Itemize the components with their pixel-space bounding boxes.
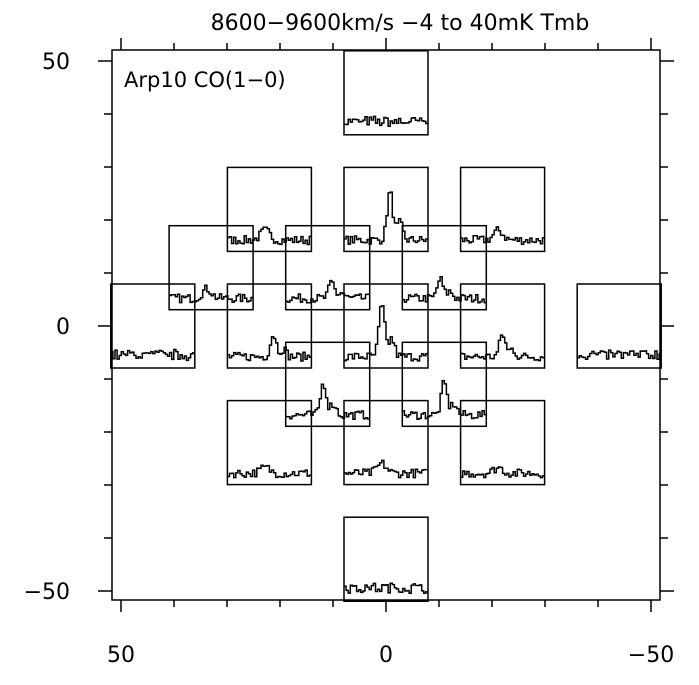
spectrum-box (284, 341, 371, 428)
spectrum-frame (576, 283, 662, 369)
spectrum-line (227, 464, 312, 479)
spectrum-line (577, 349, 662, 360)
spectrum-line (344, 115, 428, 128)
spectrum-line (344, 304, 428, 362)
spectrum-box (226, 166, 313, 253)
spectrum-frame (459, 283, 546, 369)
y-axis: 50 0 −50 (24, 50, 674, 605)
spectrum-box (110, 283, 196, 369)
spectrum-line (110, 348, 195, 362)
spectrum-box (343, 283, 429, 369)
spectrum-frame (459, 166, 546, 253)
spectrum-frame (459, 399, 546, 486)
spectrum-frame (343, 399, 429, 486)
y-tick-label: −50 (24, 580, 70, 605)
spectrum-box (343, 50, 429, 136)
spectrum-frame (343, 50, 429, 136)
spectrum-line (402, 276, 487, 304)
spectrum-frame (401, 224, 488, 311)
x-tick-label: 0 (379, 643, 393, 668)
spectrum-box (343, 516, 429, 602)
spectrum-frame (168, 224, 254, 311)
spectrum-line (169, 284, 254, 304)
y-tick-label: 50 (42, 50, 70, 75)
spectrum-line (460, 334, 545, 362)
x-tick-label: −50 (628, 643, 674, 668)
spectra-grid (110, 50, 662, 602)
spectrum-box (459, 399, 546, 486)
spectrum-frame (110, 283, 196, 369)
spectrum-box (284, 224, 371, 311)
spectrum-box (168, 224, 254, 311)
spectrum-frame (226, 399, 313, 486)
spectrum-frame (284, 341, 371, 428)
y-tick-label: 0 (56, 315, 70, 340)
spectrum-line (460, 466, 545, 479)
spectrum-line (344, 582, 428, 595)
spectrum-frame (401, 341, 488, 428)
spectrum-line (344, 459, 428, 479)
spectrum-line (227, 226, 312, 246)
spectrum-box (459, 283, 546, 369)
spectrum-box (343, 399, 429, 486)
spectrum-frame (226, 166, 313, 253)
spectrum-box (576, 283, 662, 369)
spectrum-frame (343, 283, 429, 369)
spectrum-box (401, 341, 488, 428)
spectrum-box (401, 224, 488, 311)
spectrum-box (226, 283, 313, 369)
spectrum-frame (284, 224, 371, 311)
spectrum-line (460, 226, 545, 246)
chart-header: 8600−9600km/s −4 to 40mK Tmb (211, 11, 590, 36)
spectrum-line (227, 336, 312, 362)
spectrum-box (459, 166, 546, 253)
spectrum-line (344, 191, 428, 246)
spectrum-frame (343, 516, 429, 602)
spectrum-line (285, 279, 370, 304)
spectrum-line (402, 379, 487, 421)
spectrum-box (343, 166, 429, 253)
spectrum-frame (343, 166, 429, 253)
x-tick-label: 50 (107, 643, 135, 668)
chart-title: Arp10 CO(1−0) (124, 68, 286, 92)
spectrum-frame (226, 283, 313, 369)
x-axis: 50 0 −50 (107, 38, 674, 668)
spectrum-line (285, 383, 370, 421)
spectrum-box (226, 399, 313, 486)
